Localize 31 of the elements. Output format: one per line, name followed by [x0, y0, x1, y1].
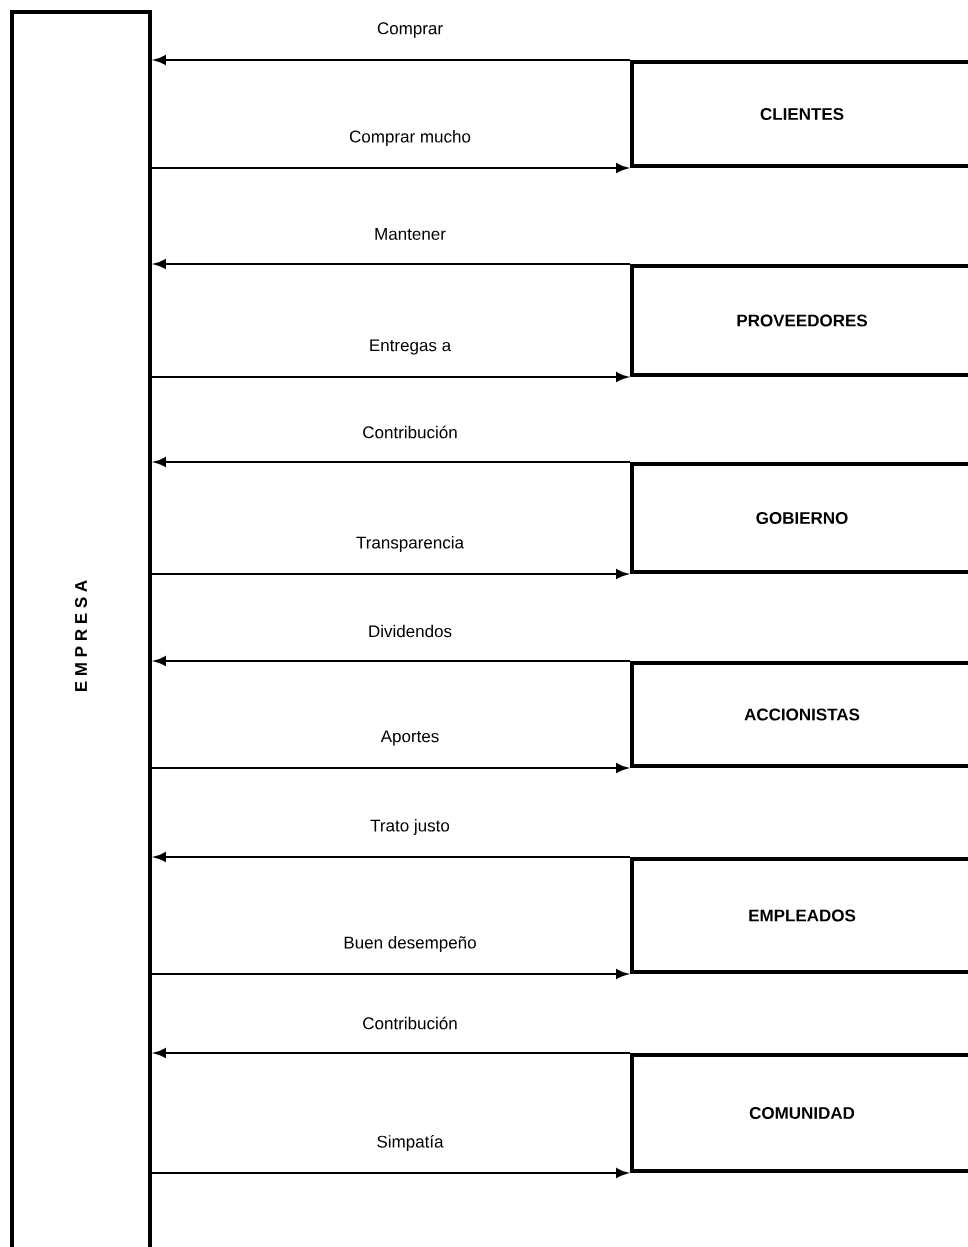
entity-box: EMPLEADOS: [630, 857, 968, 974]
entity-box: CLIENTES: [630, 60, 968, 168]
arrow: [154, 852, 631, 862]
vertical-box: E M P R E S A: [10, 10, 152, 1247]
entity-box: GOBIERNO: [630, 462, 968, 574]
arrow: [154, 55, 631, 65]
edge-label: Contribución: [363, 1016, 457, 1030]
edge-label: Contribución: [363, 425, 457, 439]
arrow: [151, 763, 628, 773]
edge-label: Simpatía: [377, 1135, 444, 1152]
edge-label: Dividendos: [369, 624, 452, 638]
edge-label: Comprar: [377, 22, 443, 38]
arrow: [151, 969, 628, 979]
arrow: [154, 1048, 631, 1058]
arrow: [154, 259, 631, 269]
edge-label: Entregas a: [370, 339, 452, 355]
edge-label: Buen desempeño: [344, 936, 476, 952]
edge-label: Mantener: [375, 228, 446, 240]
entity-box: ACCIONISTAS: [630, 661, 968, 768]
edge-label: Transparencia: [356, 536, 464, 552]
edge-label: Trato justo: [370, 819, 450, 835]
arrow: [154, 457, 631, 467]
edge-label: Aportes: [380, 730, 439, 746]
arrow: [151, 163, 628, 173]
arrow: [151, 1168, 628, 1178]
arrow: [151, 569, 628, 579]
arrow: [151, 372, 628, 382]
arrow: [154, 656, 631, 666]
entity-box: PROVEEDORES: [630, 264, 968, 377]
edge-label: Comprar mucho: [349, 130, 471, 146]
entity-box: COMUNIDAD: [630, 1053, 968, 1173]
